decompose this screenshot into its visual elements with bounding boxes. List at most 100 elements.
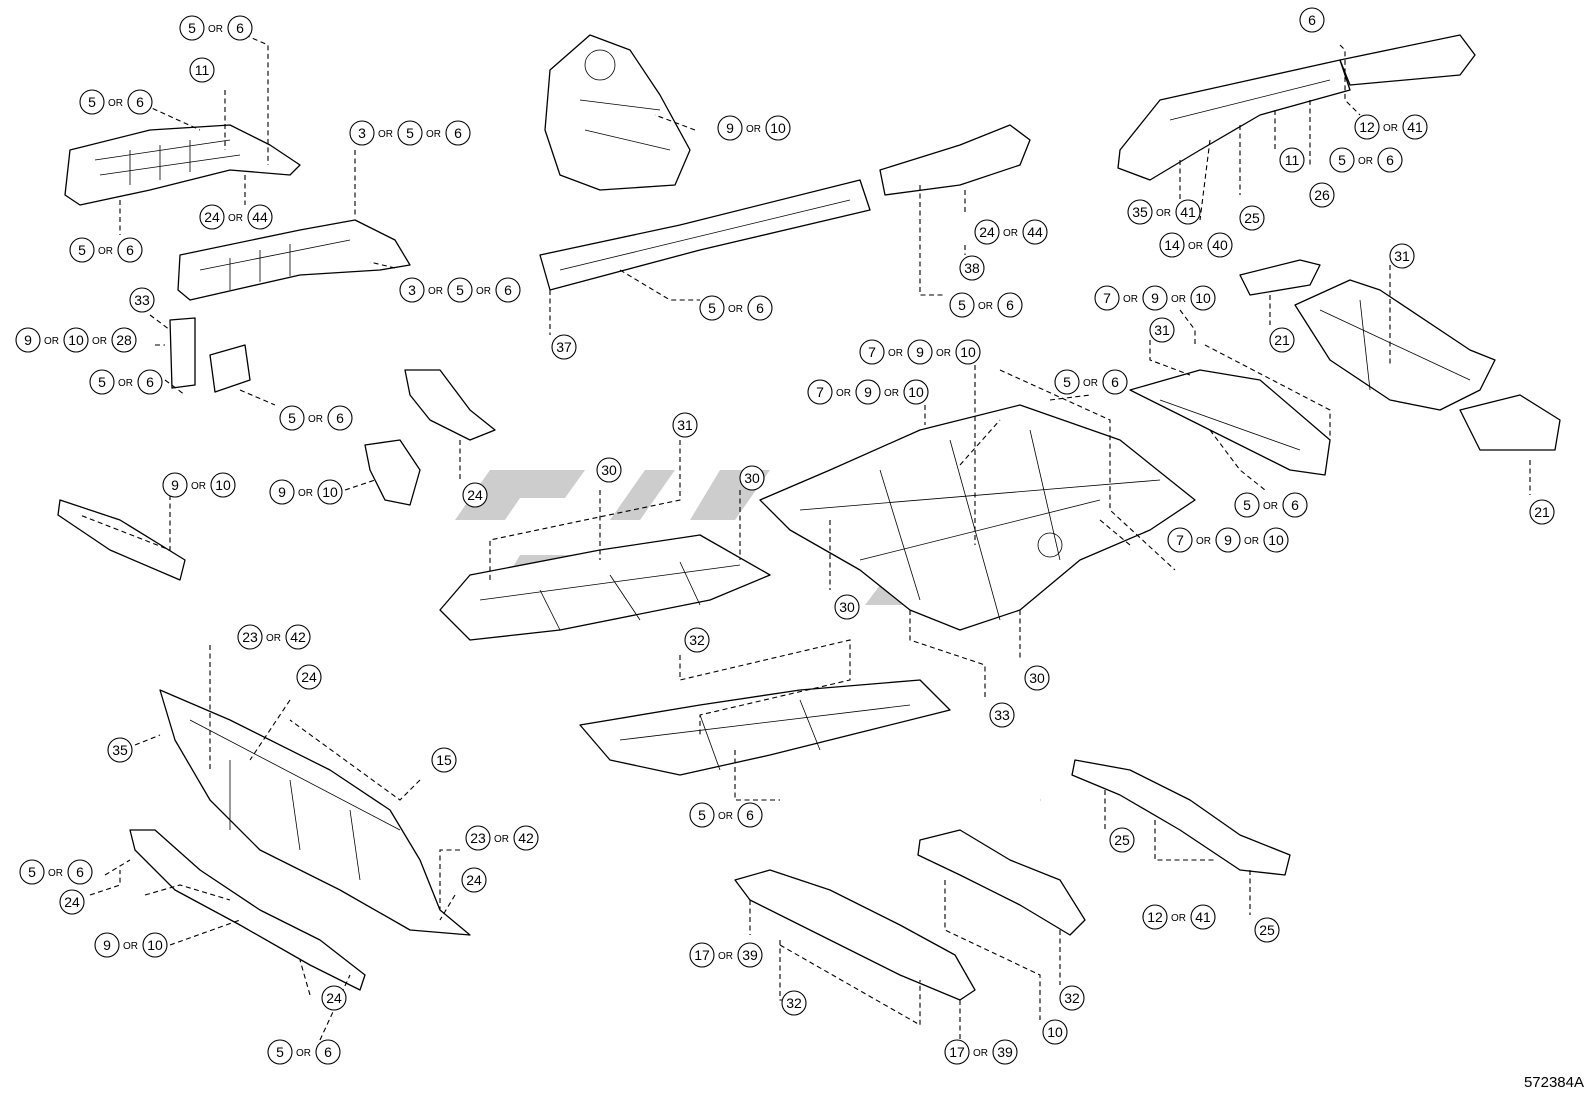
callout-group: 33 bbox=[129, 287, 155, 313]
part-front-apron bbox=[544, 34, 691, 191]
part-number: 6 bbox=[146, 374, 154, 390]
or-connector: OR bbox=[1188, 241, 1203, 252]
part-number: 5 bbox=[1338, 152, 1346, 168]
part-number: 5 bbox=[708, 300, 716, 316]
part-number: 41 bbox=[1180, 204, 1196, 220]
part-number: 5 bbox=[276, 1044, 284, 1060]
part-number: 5 bbox=[958, 297, 966, 313]
callout-circle bbox=[107, 737, 133, 763]
callout-group: 26 bbox=[1309, 182, 1335, 208]
callout-circle bbox=[1234, 492, 1260, 518]
part-number: 24 bbox=[64, 894, 80, 910]
part-number: 30 bbox=[601, 462, 617, 478]
part-number: 42 bbox=[290, 629, 306, 645]
part-number: 30 bbox=[839, 599, 855, 615]
or-connector: OR bbox=[1358, 156, 1373, 167]
callout-circle bbox=[739, 465, 765, 491]
callout-group: 33 bbox=[989, 702, 1015, 728]
callout-circle bbox=[1167, 527, 1193, 553]
callout-circle bbox=[279, 405, 305, 431]
part-number: 24 bbox=[979, 224, 995, 240]
callout-group: 35 bbox=[107, 737, 133, 763]
part-number: 12 bbox=[1359, 119, 1375, 135]
callout-group: 21 bbox=[1529, 499, 1555, 525]
callout-circle bbox=[79, 89, 105, 115]
part-number: 12 bbox=[1147, 909, 1163, 925]
callout-circle bbox=[227, 15, 253, 41]
or-connector: OR bbox=[1003, 228, 1018, 239]
callout-circle bbox=[1059, 985, 1085, 1011]
part-number: 9 bbox=[1224, 532, 1232, 548]
callout-circle bbox=[199, 204, 225, 230]
callout-group: 38 bbox=[959, 255, 985, 281]
callout-circle bbox=[974, 219, 1000, 245]
or-connector: OR bbox=[1083, 378, 1098, 389]
part-cross-member-left bbox=[57, 499, 186, 581]
callout-circle bbox=[1354, 114, 1380, 140]
callout-circle bbox=[747, 295, 773, 321]
callout-circle bbox=[1389, 243, 1415, 269]
callout-circle bbox=[1329, 147, 1355, 173]
part-number: 10 bbox=[322, 484, 338, 500]
part-number: 7 bbox=[1176, 532, 1184, 548]
callout-circle bbox=[267, 1039, 293, 1065]
callout-group: 24 bbox=[296, 664, 322, 690]
callout-circle bbox=[596, 457, 622, 483]
or-connector: OR bbox=[1244, 536, 1259, 547]
part-number: 40 bbox=[1212, 237, 1228, 253]
part-number: 6 bbox=[1291, 497, 1299, 513]
callout-circle bbox=[959, 255, 985, 281]
callout-circle bbox=[907, 339, 933, 365]
part-number: 10 bbox=[908, 384, 924, 400]
callout-circle bbox=[349, 120, 375, 146]
part-number: 30 bbox=[744, 470, 760, 486]
part-number: 21 bbox=[1534, 504, 1550, 520]
callout-circle bbox=[15, 327, 41, 353]
callout-group: 10 bbox=[1042, 1019, 1068, 1045]
part-number: 42 bbox=[518, 830, 534, 846]
callout-circle bbox=[1142, 285, 1168, 311]
callout-circle bbox=[94, 932, 120, 958]
callout-circle bbox=[137, 369, 163, 395]
callout-circle bbox=[1109, 827, 1135, 853]
or-connector: OR bbox=[123, 941, 138, 952]
part-number: 37 bbox=[556, 339, 572, 355]
callout-circle bbox=[465, 825, 491, 851]
part-rear-bracket-21-top bbox=[1239, 259, 1321, 296]
part-number: 10 bbox=[770, 120, 786, 136]
part-number: 5 bbox=[456, 282, 464, 298]
part-number: 17 bbox=[949, 1044, 965, 1060]
part-number: 10 bbox=[1195, 290, 1211, 306]
part-front-cross-member-lower bbox=[129, 829, 366, 991]
callout-circle bbox=[1054, 369, 1080, 395]
part-number: 44 bbox=[252, 209, 268, 225]
callout-circle bbox=[1279, 147, 1305, 173]
part-number: 7 bbox=[816, 384, 824, 400]
part-number: 32 bbox=[689, 632, 705, 648]
part-number: 24 bbox=[204, 209, 220, 225]
part-number: 5 bbox=[188, 20, 196, 36]
callout-group: 30 bbox=[834, 594, 860, 620]
part-rear-side-member bbox=[1117, 34, 1476, 181]
part-number: 35 bbox=[1132, 204, 1148, 220]
part-number: 31 bbox=[1154, 322, 1170, 338]
callout-circle bbox=[699, 295, 725, 321]
callout-circle bbox=[513, 825, 539, 851]
or-connector: OR bbox=[426, 129, 441, 140]
part-number: 33 bbox=[994, 707, 1010, 723]
callout-group: 11 bbox=[189, 57, 215, 83]
callout-circle bbox=[1142, 904, 1168, 930]
callout-circle bbox=[237, 624, 263, 650]
part-number: 23 bbox=[470, 830, 486, 846]
